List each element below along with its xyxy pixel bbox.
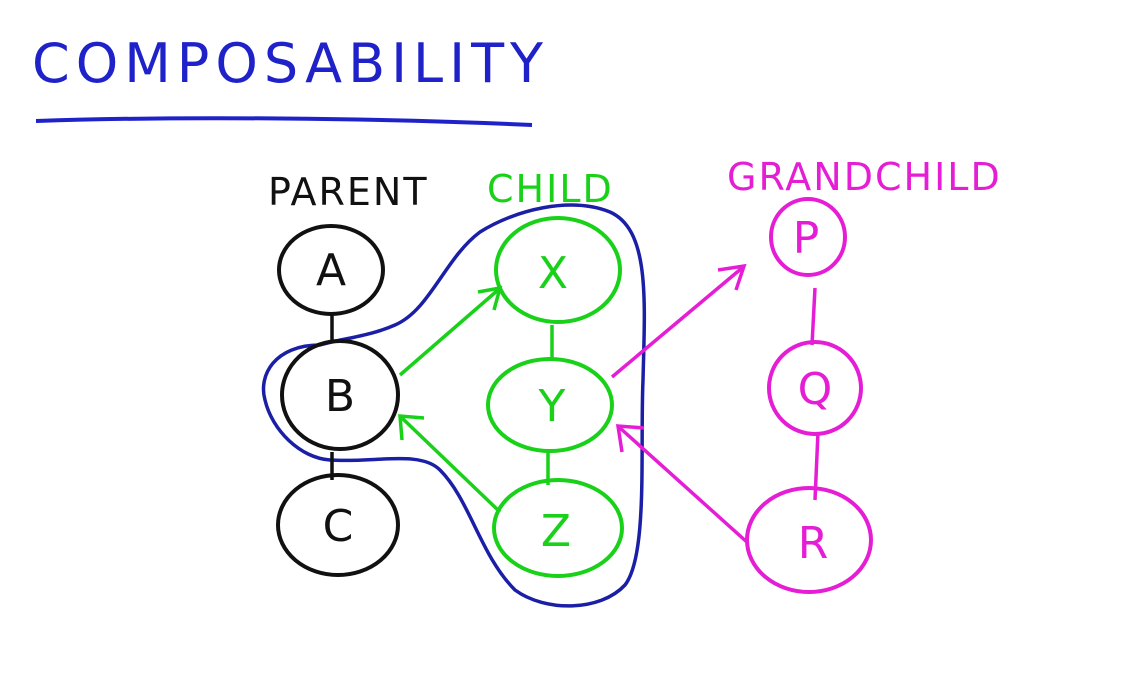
arrow-b-to-x xyxy=(398,285,503,377)
node-y-label: Y xyxy=(538,381,566,432)
node-a: A xyxy=(277,224,385,316)
node-q-label: Q xyxy=(798,364,833,415)
node-z-label: Z xyxy=(541,506,571,557)
node-c-label: C xyxy=(323,501,354,552)
arrow-r-to-y xyxy=(615,424,750,545)
node-c: C xyxy=(276,473,400,577)
title-underline xyxy=(35,116,533,127)
page-title: COMPOSABILITY xyxy=(32,32,549,95)
child-label: CHILD xyxy=(487,167,614,211)
composite-outline xyxy=(261,203,647,608)
node-b: B xyxy=(280,339,400,451)
parent-label: PARENT xyxy=(268,170,429,214)
node-b-label: B xyxy=(325,371,355,422)
edge-p-q xyxy=(810,287,817,346)
node-r: R xyxy=(745,486,873,594)
node-q: Q xyxy=(767,340,863,436)
grandchild-label: GRANDCHILD xyxy=(727,155,1002,199)
node-x-label: X xyxy=(538,248,568,299)
arrow-y-to-p xyxy=(610,263,747,379)
node-r-label: R xyxy=(798,518,829,569)
node-z: Z xyxy=(492,478,624,578)
arrow-z-to-b xyxy=(398,414,502,514)
node-p-label: P xyxy=(793,213,820,264)
node-p: P xyxy=(769,197,847,277)
node-y: Y xyxy=(486,357,614,453)
node-a-label: A xyxy=(316,245,346,296)
node-x: X xyxy=(494,216,622,324)
